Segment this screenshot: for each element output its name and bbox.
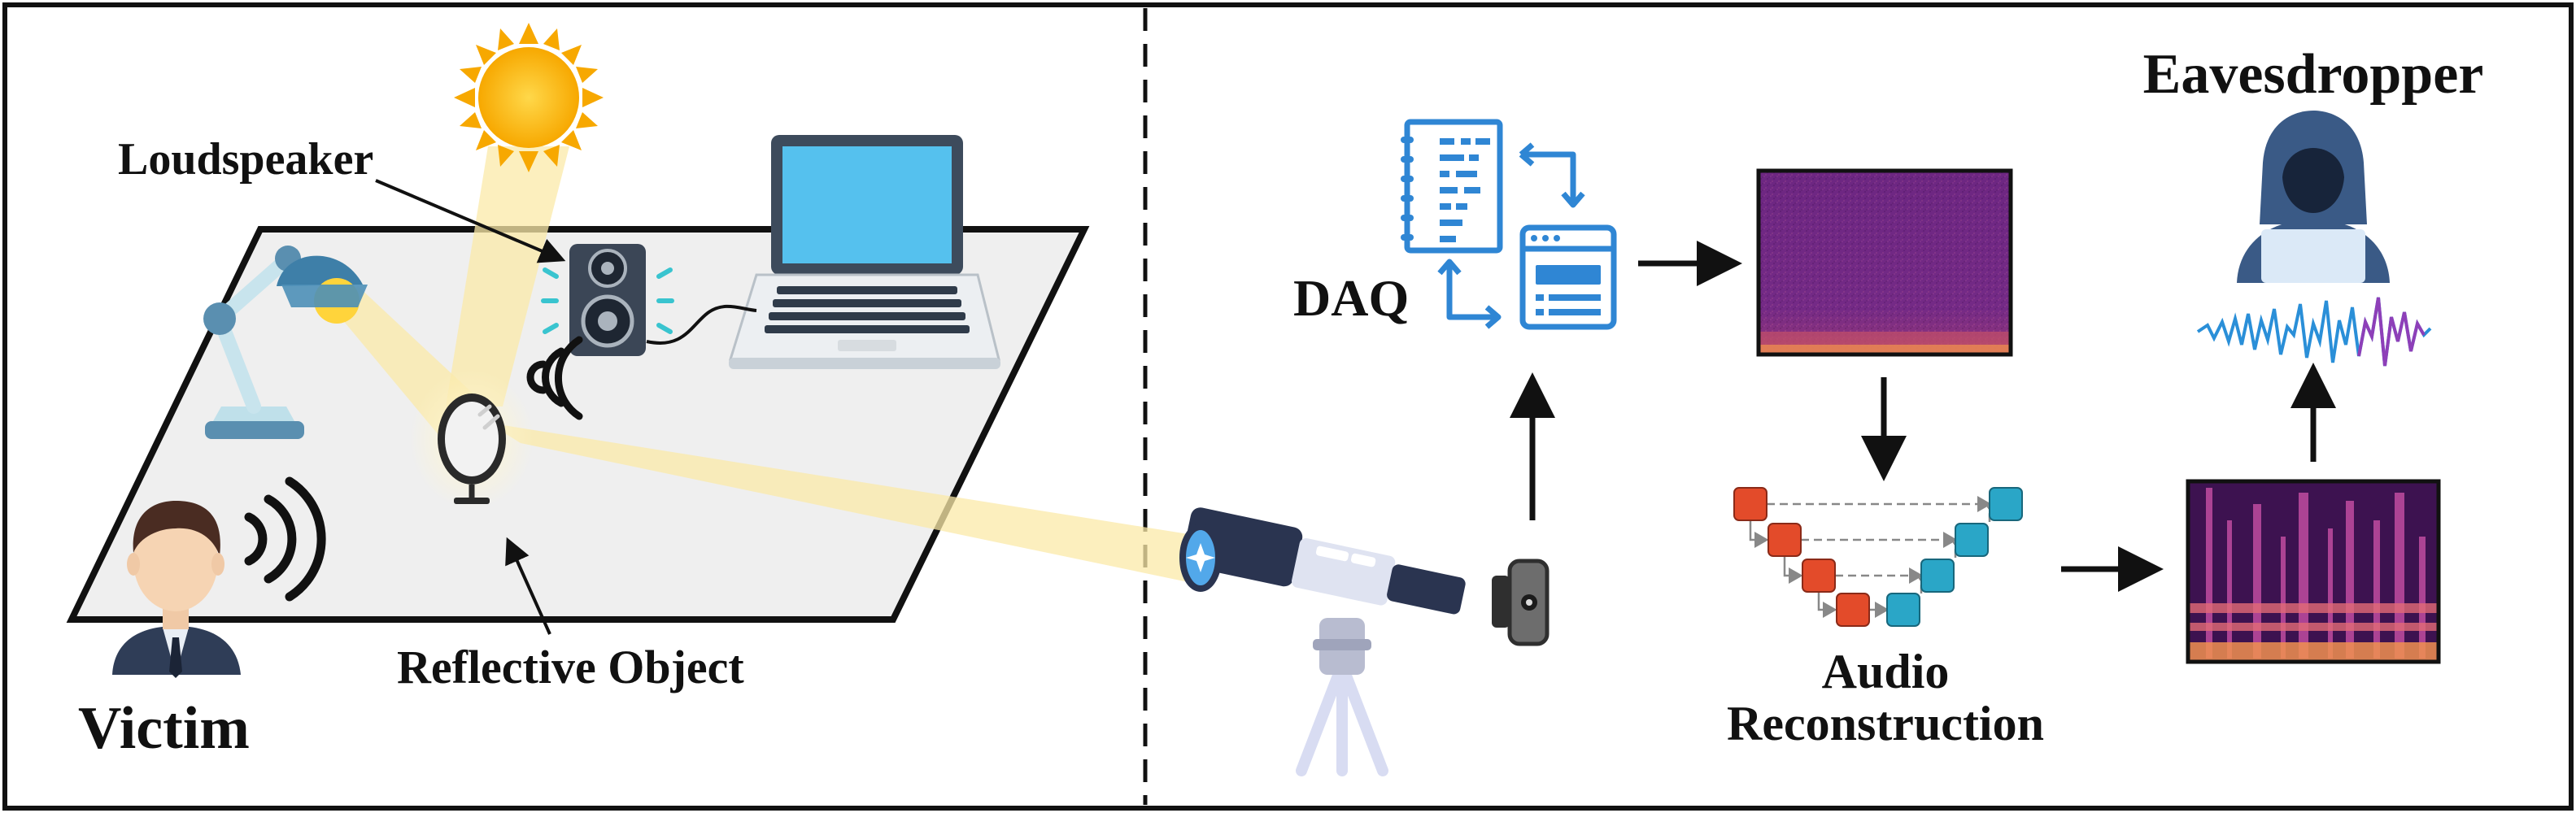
victim-label: Victim (78, 695, 250, 762)
unet-icon (1733, 487, 2023, 627)
reflective-object-label: Reflective Object (397, 641, 744, 693)
victim-voice-waves-icon (244, 476, 326, 602)
sun-icon (454, 23, 604, 172)
loudspeaker-pointer (375, 179, 566, 263)
hacker-icon (2237, 111, 2390, 283)
laptop-icon (728, 135, 1000, 369)
speaker-icon (541, 244, 674, 356)
raw-spectrogram-icon (1756, 168, 2013, 357)
sunlight-beam (446, 146, 569, 406)
daq-icon (1401, 119, 1617, 330)
reflected-light-beam (488, 423, 1204, 585)
clean-spectrogram-icon (2186, 479, 2441, 664)
desk-lamp-icon (203, 246, 368, 439)
audio-reconstruction-label-line1: Audio (1822, 645, 1950, 698)
speaker-cable (646, 304, 757, 345)
eavesdropper-label: Eavesdropper (2143, 43, 2484, 106)
reflective-object-pointer (505, 537, 551, 635)
daq-label: DAQ (1293, 269, 1409, 327)
waveform-accent (2357, 297, 2426, 367)
sound-waves-icon (526, 336, 583, 420)
telescope-icon (1179, 507, 1466, 776)
mirror-icon (410, 369, 534, 509)
person-icon (112, 501, 241, 678)
audio-reconstruction-label-line2: Reconstruction (1727, 697, 2044, 750)
loudspeaker-label: Loudspeaker (118, 134, 373, 185)
photodetector-icon (1492, 559, 1550, 646)
